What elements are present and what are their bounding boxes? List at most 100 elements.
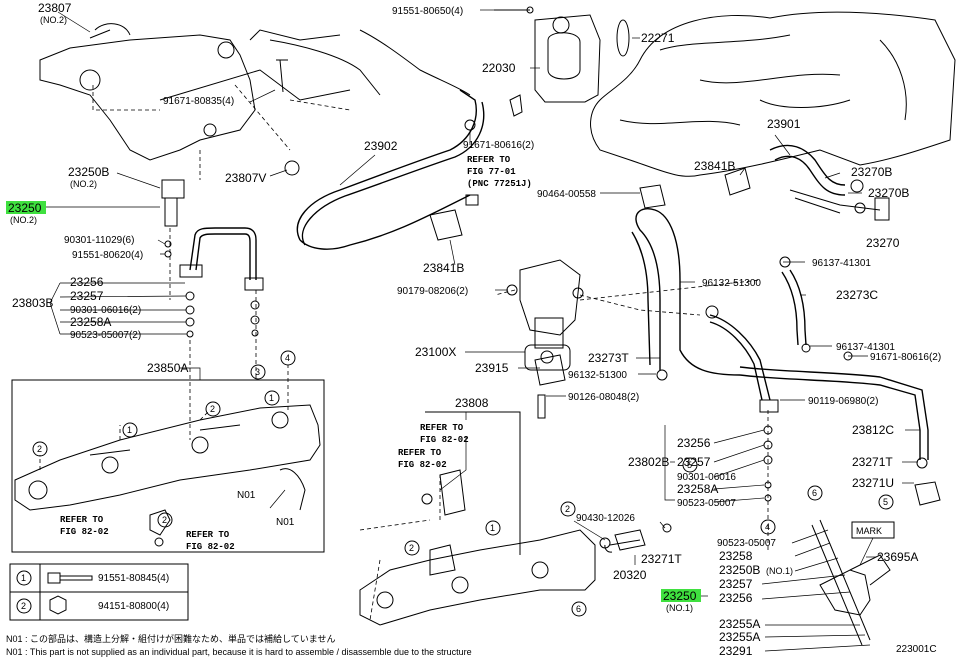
label-23841b-b: 23841B [694, 159, 735, 173]
label-90430-12026: 90430-12026 [576, 513, 635, 524]
label-23250-right: 23250 [663, 589, 697, 603]
label-23258: 23258 [719, 549, 753, 563]
label-23250b-top: 23250B [68, 165, 109, 179]
note-japanese: N01 : この部品は、構造上分解・組付けが困難なため、単品では補給していません [6, 634, 336, 644]
callout-6-a: 6 [576, 604, 581, 614]
label-23250-left-note: (NO.2) [10, 215, 37, 225]
label-refer-82d-1: REFER TO [186, 530, 230, 540]
label-23250b-r-note: (NO.1) [766, 566, 793, 576]
label-90301-06016-b: 90301-06016 [677, 472, 736, 483]
part-labels: 23807 (NO.2) 91551-80650(4) 22271 22030 … [8, 1, 941, 658]
callouts [16, 350, 894, 617]
injector-left-illustration [161, 179, 185, 258]
label-91551-80620: 91551-80620(4) [72, 250, 143, 261]
callout-4-a: 4 [285, 353, 290, 363]
label-90119-06980: 90119-06980(2) [808, 396, 878, 407]
lower-rail-left-illustration [14, 404, 321, 536]
label-23271t-a: 23271T [852, 455, 893, 469]
label-23915: 23915 [475, 361, 509, 375]
dashed-lines [39, 84, 769, 621]
label-90126-08048: 90126-08048(2) [568, 392, 639, 403]
label-refer-82a-2: FIG 82-02 [420, 435, 469, 445]
label-23256-a: 23256 [70, 275, 104, 289]
upper-rail-illustration [39, 23, 381, 161]
label-23255a-1: 23255A [719, 617, 760, 631]
label-23802b: 23802B [628, 455, 669, 469]
label-23100x: 23100X [415, 345, 456, 359]
label-91671-80616-a: 91671-80616(2) [463, 140, 534, 151]
label-23255a-2: 23255A [719, 630, 760, 644]
label-90301-11029: 90301-11029(6) [64, 235, 134, 246]
label-23250b-top-note: (NO.2) [70, 179, 97, 189]
callout-2-d: 2 [565, 504, 570, 514]
label-23803b: 23803B [12, 296, 53, 310]
delivery-pipe-left-illustration [179, 227, 264, 338]
label-refer-82c-2: FIG 82-02 [60, 527, 109, 537]
label-mark: MARK [856, 526, 882, 536]
label-refer-82a-1: REFER TO [420, 423, 464, 433]
label-90301-06016-a: 90301-06016(2) [70, 305, 141, 316]
label-23257-b: 23257 [677, 455, 711, 469]
label-96137-41301-a: 96137-41301 [812, 258, 871, 269]
label-23695a: 23695A [877, 550, 918, 564]
lower-rail-right-illustration [359, 469, 641, 626]
label-91671-80835: 91671-80835(4) [163, 96, 234, 107]
label-90464-00558: 90464-00558 [537, 189, 596, 200]
callout-1-b: 1 [269, 393, 274, 403]
callout-3-a: 3 [255, 367, 260, 377]
diagram-id: 223001C [896, 644, 937, 655]
box-23850a [11, 379, 325, 553]
legend-num-2: 2 [21, 601, 26, 611]
label-96132-51300-a: 96132-51300 [702, 278, 761, 289]
pipe-23902-illustration [296, 29, 485, 250]
label-90523-05007-b: 90523-05007 [677, 498, 736, 509]
label-23250-right-note: (NO.1) [666, 603, 693, 613]
label-n01-b: N01 [276, 517, 295, 528]
label-23812c: 23812C [852, 423, 894, 437]
delivery-pipe-right-illustration [759, 399, 779, 502]
label-91671-80616-b: 91671-80616(2) [870, 352, 941, 363]
misc-parts-illustration [154, 59, 941, 551]
label-23270: 23270 [866, 236, 900, 250]
label-refer-82d-2: FIG 82-02 [186, 542, 235, 552]
label-90179-08206: 90179-08206(2) [397, 286, 468, 297]
fuel-pump-illustration [506, 259, 584, 371]
highlight-23250-left [6, 201, 46, 214]
label-23257-a: 23257 [70, 289, 104, 303]
label-23270b-a: 23270B [851, 165, 892, 179]
nut-icon [49, 595, 67, 615]
label-23250-left: 23250 [8, 201, 42, 215]
hose-23901-illustration [769, 144, 890, 221]
label-refer-77-fig: FIG 77-01 [467, 167, 516, 177]
callout-1-a: 1 [127, 425, 132, 435]
legend-icons [47, 572, 93, 615]
label-n01-a: N01 [237, 490, 256, 501]
label-22030: 22030 [482, 61, 516, 75]
label-refer-77-pnc: (PNC 77251J) [467, 179, 532, 189]
label-23270b-b: 23270B [868, 186, 909, 200]
label-23902: 23902 [364, 139, 398, 153]
bolt-icon [47, 572, 93, 584]
callout-2-e: 2 [409, 543, 414, 553]
label-23807: 23807 [38, 1, 72, 15]
label-23271t-b: 23271T [641, 552, 682, 566]
callout-2-c: 2 [162, 515, 167, 525]
label-20320: 20320 [613, 568, 647, 582]
box-23808 [425, 411, 521, 555]
engine-cover-illustration [590, 11, 956, 177]
label-23257-c: 23257 [719, 577, 753, 591]
throttle-body-illustration [494, 6, 630, 103]
label-refer-82b-1: REFER TO [398, 448, 442, 458]
injector-illustration [811, 519, 891, 646]
label-23273c: 23273C [836, 288, 878, 302]
callout-5-a: 5 [687, 460, 692, 470]
highlight-23250-right [661, 589, 701, 602]
label-90523-05007-c: 90523-05007 [717, 538, 776, 549]
callout-6-b: 6 [812, 488, 817, 498]
label-96132-51300-b: 96132-51300 [568, 370, 627, 381]
callout-numbers: 4 3 2 1 2 1 2 2 1 2 6 5 5 4 6 1 2 [21, 353, 888, 614]
label-23256-b: 23256 [677, 436, 711, 450]
label-23273t: 23273T [588, 351, 629, 365]
